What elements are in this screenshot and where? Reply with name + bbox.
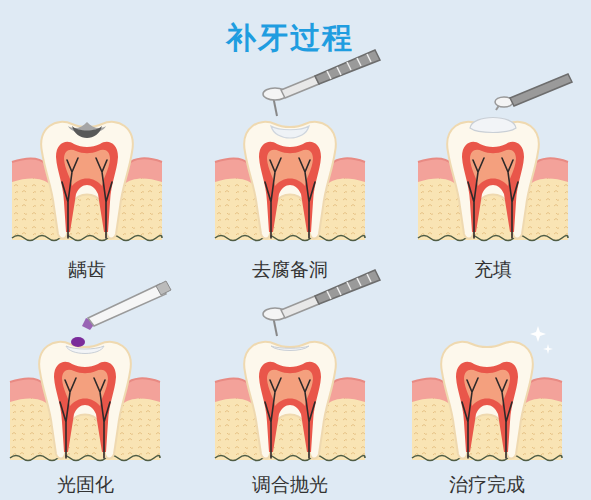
step-label: 充填: [474, 257, 512, 283]
step-label: 光固化: [57, 472, 114, 498]
diagram-title: 补牙过程: [226, 18, 354, 59]
step-label: 去腐备洞: [252, 257, 328, 283]
step-label: 龋齿: [68, 257, 106, 283]
step-label: 治疗完成: [449, 472, 525, 498]
step-label: 调合抛光: [252, 472, 328, 498]
